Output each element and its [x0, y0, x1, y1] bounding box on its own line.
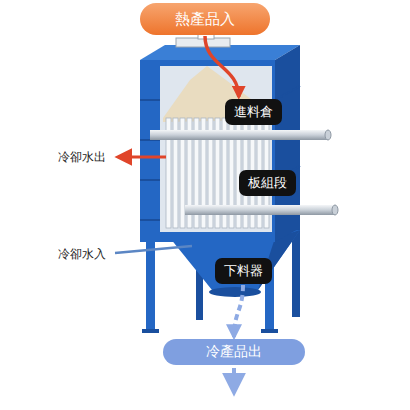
part-tag: 下料器	[215, 258, 272, 284]
flow-label: 冷卻水出	[58, 149, 106, 166]
part-tag: 進料倉	[225, 99, 282, 125]
node-text: 板組段	[248, 174, 287, 192]
node-text: 進料倉	[234, 103, 273, 121]
node-text: 熱產品入	[175, 10, 235, 29]
output-pill: 冷產品出	[163, 339, 305, 365]
flow-arrow	[205, 36, 239, 97]
flow-label: 冷卻水入	[58, 246, 106, 263]
part-tag: 板組段	[239, 170, 296, 196]
node-text: 下料器	[224, 262, 263, 280]
input-pill: 熱產品入	[140, 3, 270, 35]
flow-arrow	[234, 285, 243, 337]
node-text: 冷產品出	[206, 343, 262, 361]
